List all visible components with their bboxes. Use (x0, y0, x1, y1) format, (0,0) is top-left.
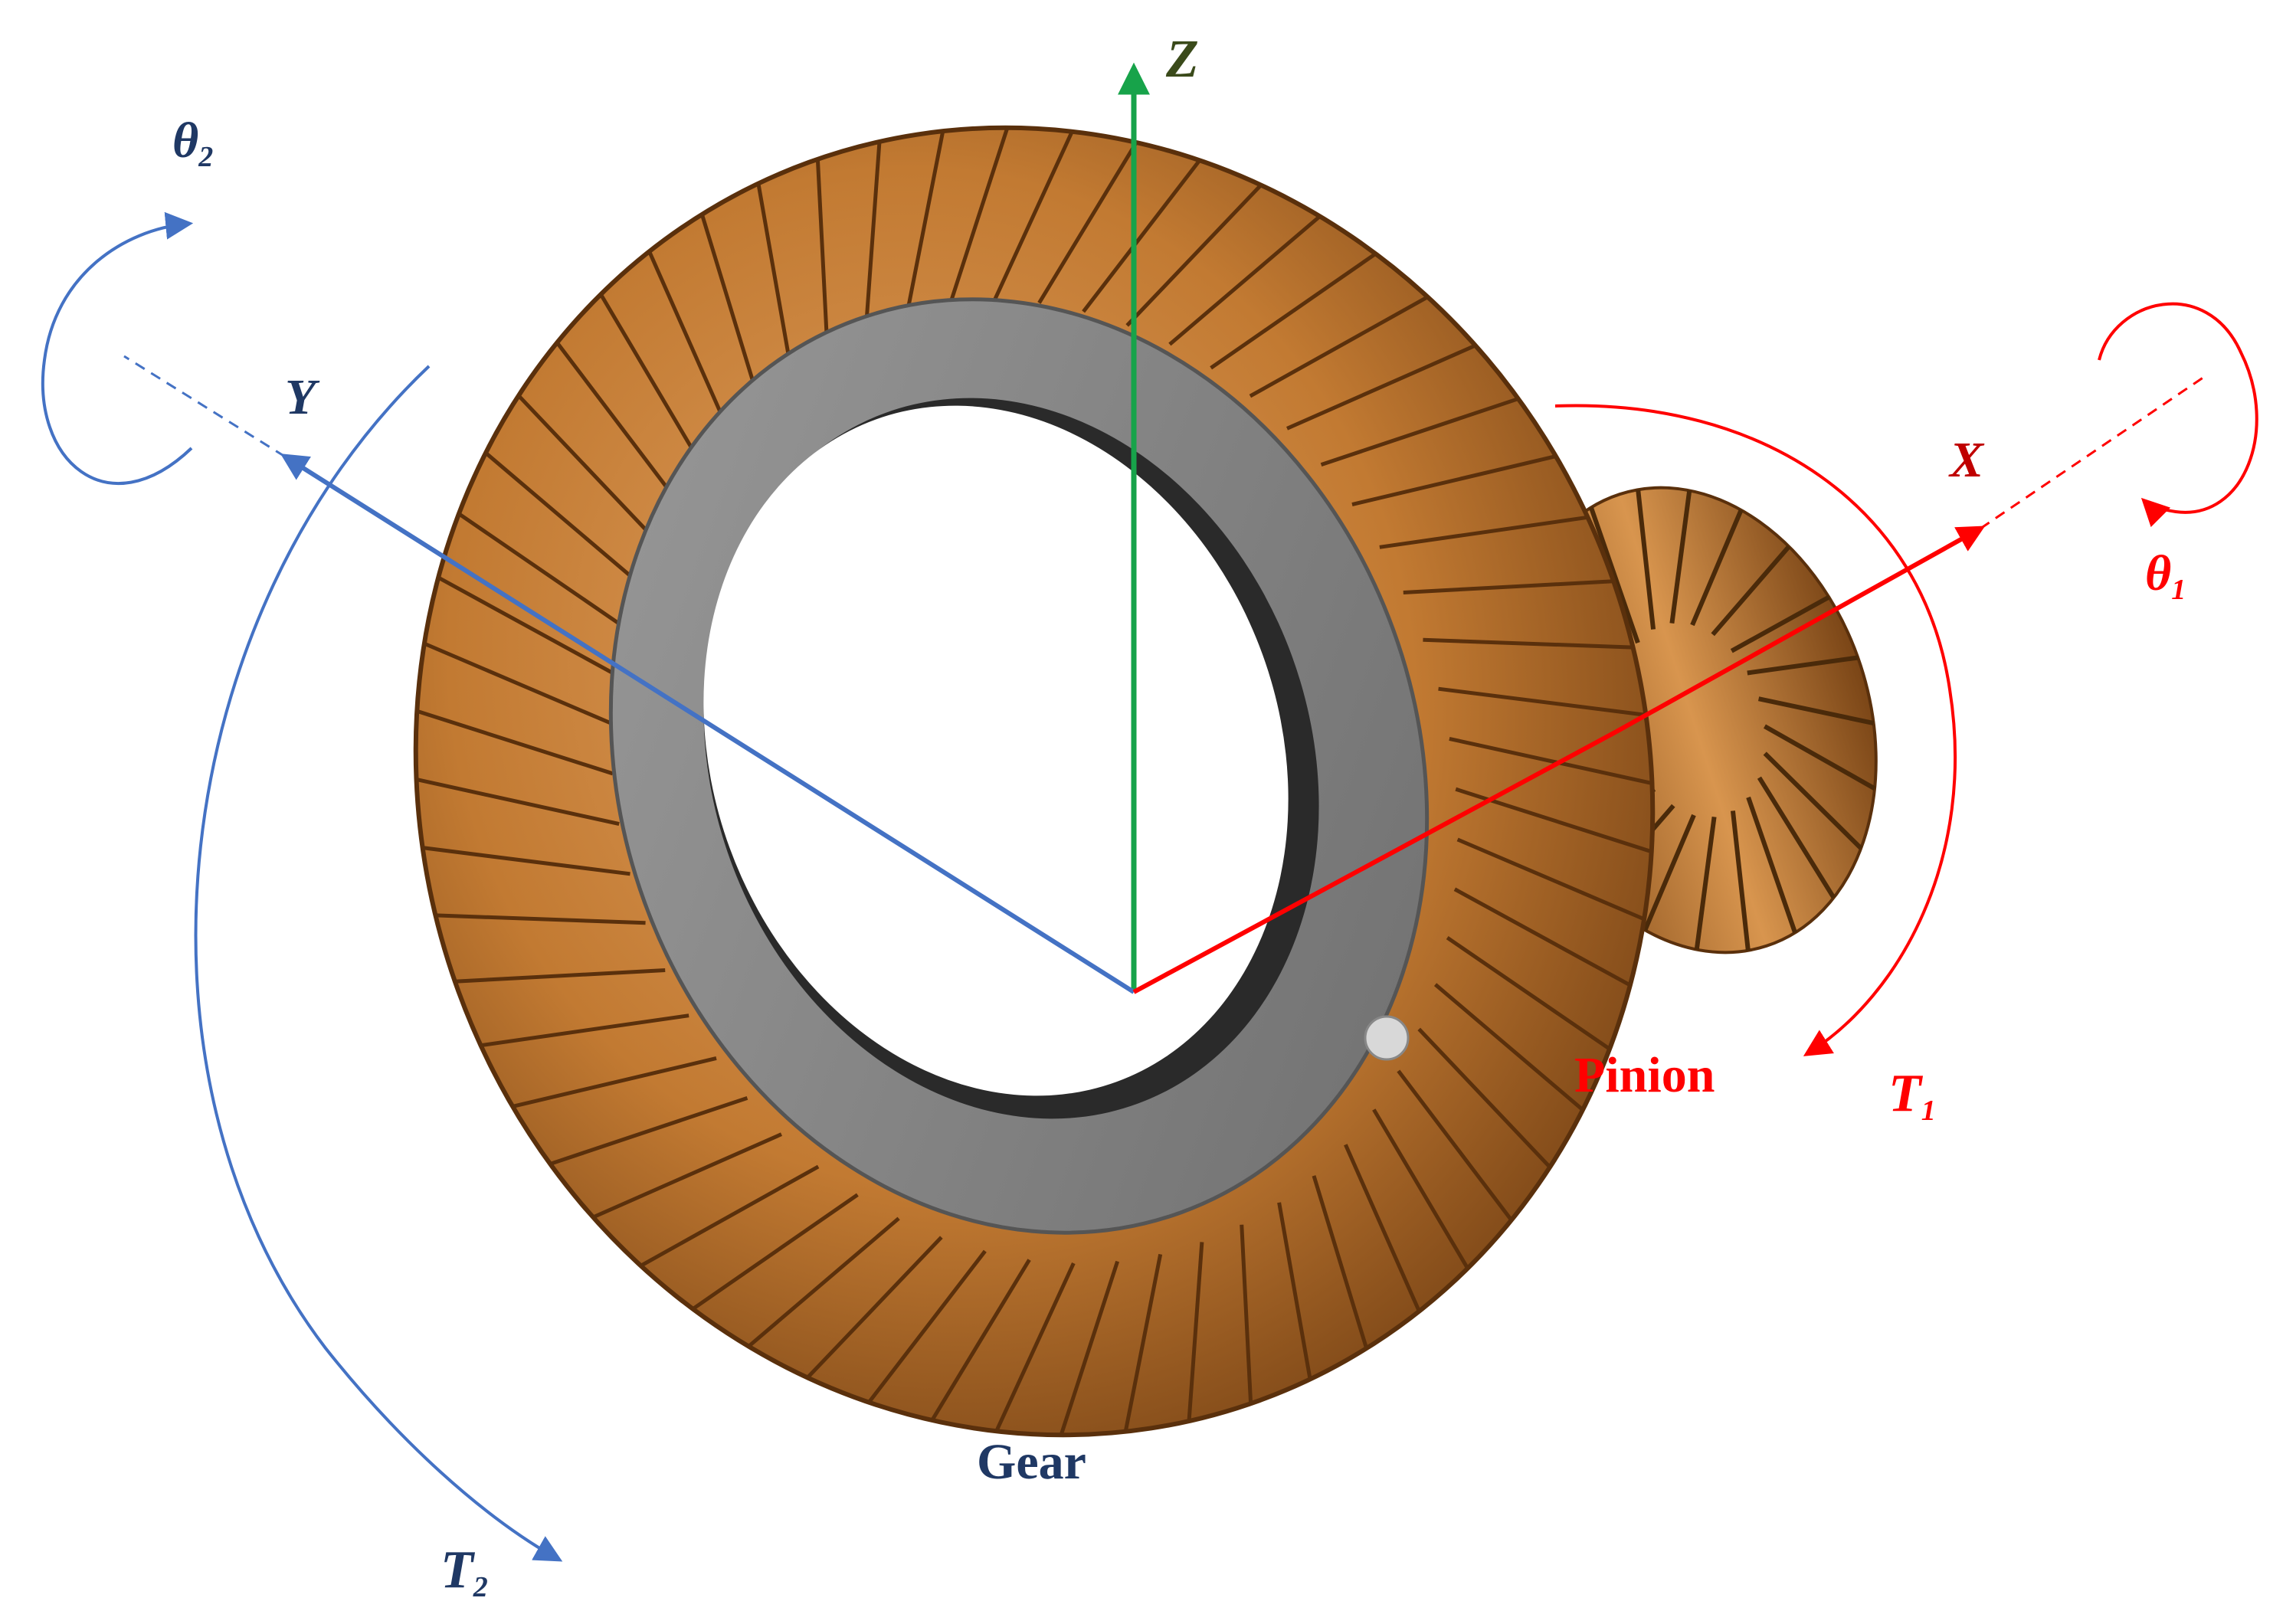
gear-label: Gear (977, 1434, 1086, 1490)
y-axis-hidden (519, 604, 729, 737)
x-axis-dashed (1980, 374, 2207, 530)
t2-torque-arrow (194, 365, 563, 1562)
pinion-label: Pinion (1574, 1047, 1715, 1103)
t2-label: T2 (441, 1541, 488, 1603)
theta2-rotation-arrow (41, 211, 194, 485)
theta2-label: θ2 (172, 113, 213, 173)
x-axis-label: X (1948, 432, 1985, 488)
t1-torque-arrow (1554, 404, 1957, 1056)
theta1-label: θ1 (2145, 545, 2186, 606)
z-axis-label: Z (1165, 30, 1199, 89)
y-axis-label: Y (285, 369, 320, 425)
y-axis-dashed (123, 355, 286, 458)
theta1-rotation-arrow (2098, 302, 2258, 528)
x-axis (1132, 729, 1618, 994)
x-axis-front (1615, 526, 1986, 734)
gear-icon (413, 125, 1656, 1438)
t1-label: T1 (1888, 1064, 1936, 1127)
